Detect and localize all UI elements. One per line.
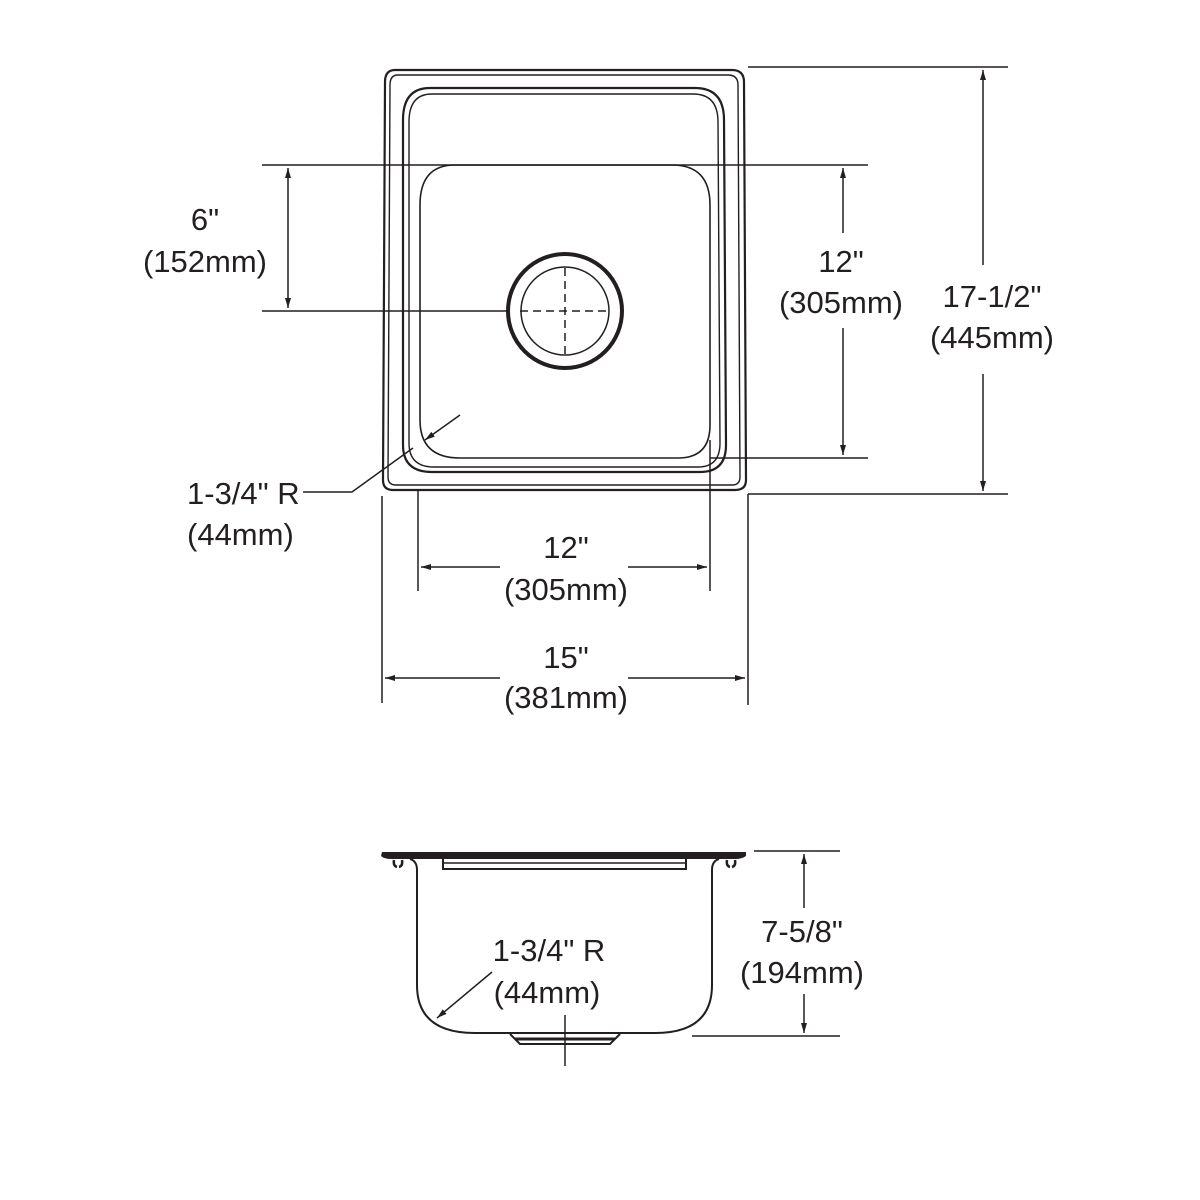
- dim-overall-width-imperial: 15": [543, 640, 589, 675]
- flange: [381, 852, 746, 859]
- dim-corner-radius-metric: (44mm): [187, 517, 294, 552]
- dim-corner-radius-imperial: 1-3/4" R: [187, 476, 300, 511]
- dim-drain-imperial: 6": [191, 202, 219, 237]
- dim-drain-metric: (152mm): [143, 244, 267, 279]
- dim-bowl-length-metric: (305mm): [779, 285, 903, 320]
- dim-bowl-length-imperial: 12": [818, 244, 864, 279]
- dim-bowl-width-metric: (305mm): [504, 572, 628, 607]
- bowl-outline: [419, 164, 711, 459]
- side-corner-radius-metric: (44mm): [494, 975, 601, 1010]
- dim-overall-length-metric: (445mm): [930, 320, 1054, 355]
- dim-overall-length-imperial: 17-1/2": [943, 279, 1042, 314]
- outer-rim-inner: [387, 74, 741, 486]
- dim-depth-metric: (194mm): [740, 955, 864, 990]
- dim-depth-imperial: 7-5/8": [761, 914, 843, 949]
- inner-rim: [401, 86, 728, 474]
- outer-rim: [381, 68, 748, 492]
- top-view: 6" (152mm) 12" (305mm) 17-1/2" (445mm) 1…: [143, 66, 1054, 715]
- dim-bowl-width-imperial: 12": [543, 530, 589, 565]
- inner-rim-inner: [408, 93, 721, 468]
- dim-overall-width-metric: (381mm): [504, 680, 628, 715]
- side-corner-radius-imperial: 1-3/4" R: [493, 933, 606, 968]
- side-view: 1-3/4" R (44mm) 7-5/8" (194mm): [381, 850, 864, 1066]
